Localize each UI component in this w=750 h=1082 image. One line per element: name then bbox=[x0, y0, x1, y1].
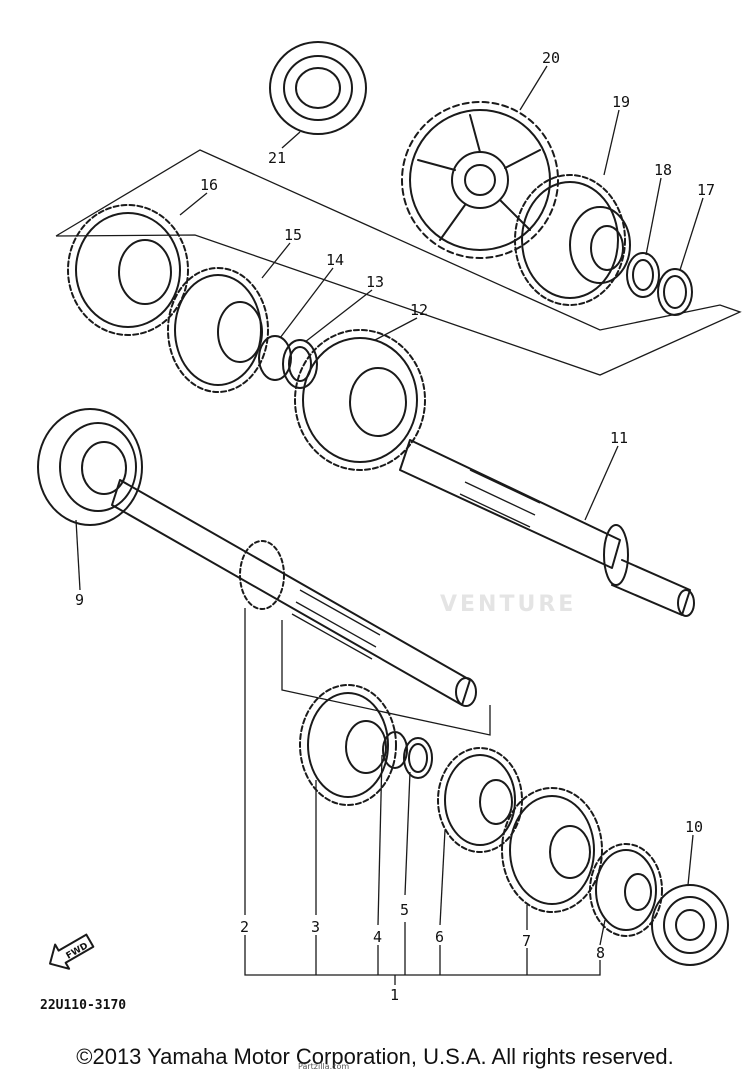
callout-11: 11 bbox=[610, 429, 628, 447]
part-4-washer[interactable] bbox=[382, 731, 408, 769]
callout-19: 19 bbox=[612, 93, 630, 111]
part-8-gear[interactable] bbox=[589, 843, 663, 937]
callout-14: 14 bbox=[326, 251, 344, 269]
callout-labels: 20 19 18 17 21 16 15 14 13 12 11 9 10 2 … bbox=[75, 49, 715, 1004]
callout-15: 15 bbox=[284, 226, 302, 244]
callout-1: 1 bbox=[390, 986, 399, 1004]
part-5-circlip[interactable] bbox=[403, 737, 433, 779]
part-15-gear[interactable] bbox=[167, 267, 269, 393]
watermark: VENTURE bbox=[440, 592, 577, 617]
part-13-circlip[interactable] bbox=[282, 339, 318, 389]
callout-18: 18 bbox=[654, 161, 672, 179]
callout-6: 6 bbox=[435, 928, 444, 946]
callout-4: 4 bbox=[373, 928, 382, 946]
part-11-drive-axle[interactable] bbox=[399, 439, 695, 617]
callout-9: 9 bbox=[75, 591, 84, 609]
callout-21: 21 bbox=[268, 149, 286, 167]
part-7-gear[interactable] bbox=[501, 787, 603, 913]
part-3-gear[interactable] bbox=[299, 684, 397, 806]
part-16-gear[interactable] bbox=[67, 204, 189, 336]
callout-7: 7 bbox=[522, 932, 531, 950]
callout-8: 8 bbox=[596, 944, 605, 962]
part-17-circlip[interactable] bbox=[657, 268, 693, 316]
callout-17: 17 bbox=[697, 181, 715, 199]
part-code: 22U110-3170 bbox=[40, 998, 127, 1013]
leader-lines bbox=[75, 65, 704, 985]
part-9-bearing[interactable] bbox=[37, 408, 143, 526]
callout-10: 10 bbox=[685, 818, 703, 836]
callout-2: 2 bbox=[240, 918, 249, 936]
small-note: Partzilla.com bbox=[298, 1062, 350, 1071]
copyright-text: ©2013 Yamaha Motor Corporation, U.S.A. A… bbox=[76, 1044, 674, 1069]
part-21-bearing[interactable] bbox=[269, 41, 367, 135]
callout-3: 3 bbox=[311, 918, 320, 936]
callout-20: 20 bbox=[542, 49, 560, 67]
callout-12: 12 bbox=[410, 301, 428, 319]
kit-bracket-lower bbox=[281, 620, 491, 736]
part-10-bearing[interactable] bbox=[651, 884, 729, 966]
part-6-gear[interactable] bbox=[437, 747, 523, 853]
part-18-washer[interactable] bbox=[626, 252, 660, 298]
part-20-gear[interactable] bbox=[401, 101, 559, 259]
callout-16: 16 bbox=[200, 176, 218, 194]
callout-5: 5 bbox=[400, 901, 409, 919]
part-14-washer[interactable] bbox=[258, 335, 292, 381]
part-19-gear[interactable] bbox=[514, 174, 631, 306]
part-12-gear[interactable] bbox=[294, 329, 426, 471]
front-arrow-icon: FWD bbox=[49, 933, 95, 970]
callout-13: 13 bbox=[366, 273, 384, 291]
main-axle[interactable] bbox=[111, 479, 477, 707]
kit-bracket-upper bbox=[55, 149, 742, 376]
